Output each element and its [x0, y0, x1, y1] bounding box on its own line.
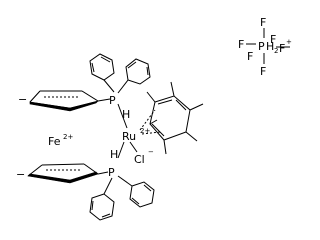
fluorine-bottom: F: [260, 65, 266, 78]
pf6-hydrogen: H: [266, 40, 274, 53]
chlorine-atom: Cl: [134, 153, 145, 166]
ruthenium-charge: 2+: [140, 127, 150, 135]
phosphorus-top: P: [109, 94, 116, 107]
hydrogen-bottom: H: [110, 148, 118, 161]
molecule-diagram: − Fe 2+ − P H Ru 2+ Cl −: [16, 16, 292, 221]
p-ru-bond-top: [117, 103, 128, 129]
structure-drawing: − Fe 2+ − P H Ru 2+ Cl −: [16, 16, 292, 221]
phenyl-bottom-left: [89, 193, 115, 221]
ru-cl-bond: [129, 141, 138, 153]
phosphorus-bottom: P: [108, 166, 115, 179]
fluorine-lower-left: F: [247, 50, 253, 63]
fluorine-left: F: [238, 38, 244, 51]
iron-charge: 2+: [63, 133, 73, 141]
iron-atom: Fe: [48, 135, 61, 148]
fluorine-right: F: [279, 42, 285, 55]
cp-p-bond-bottom: [97, 171, 109, 175]
fluorine-top: F: [260, 16, 266, 29]
cp-p-bond-top: [97, 98, 111, 102]
hydrogen-top: H: [122, 108, 130, 121]
hexafluorophosphate-ion: F F F P H 2 + F F F: [238, 16, 292, 78]
fluorine-upper-right: F: [270, 33, 276, 46]
pf6-hydrogen-subscript: 2: [274, 47, 278, 55]
pf6-charge: +: [286, 38, 292, 46]
cp-charge-bottom: −: [16, 168, 25, 181]
upper-cp-ring: [29, 90, 99, 112]
ruthenium-atom: Ru: [122, 130, 136, 143]
p-ph-bond-bottom-left: [103, 177, 113, 195]
phenyl-bottom-right: [129, 181, 155, 208]
phenyl-top-left: [89, 53, 115, 81]
phenyl-top-right: [125, 58, 151, 85]
chloride-charge: −: [148, 148, 154, 156]
p-ru-bond-bottom: [117, 141, 125, 159]
pf6-phosphorus: P: [258, 40, 265, 53]
lower-cp-ring: [27, 163, 99, 184]
p-ph-bond-bottom-right: [117, 175, 133, 187]
cp-charge-top: −: [18, 93, 27, 106]
p-ph-bond-top-left: [103, 79, 115, 93]
p-ph-bond-top-right: [117, 79, 129, 94]
hexamethylbenzene-ring: [139, 81, 204, 155]
